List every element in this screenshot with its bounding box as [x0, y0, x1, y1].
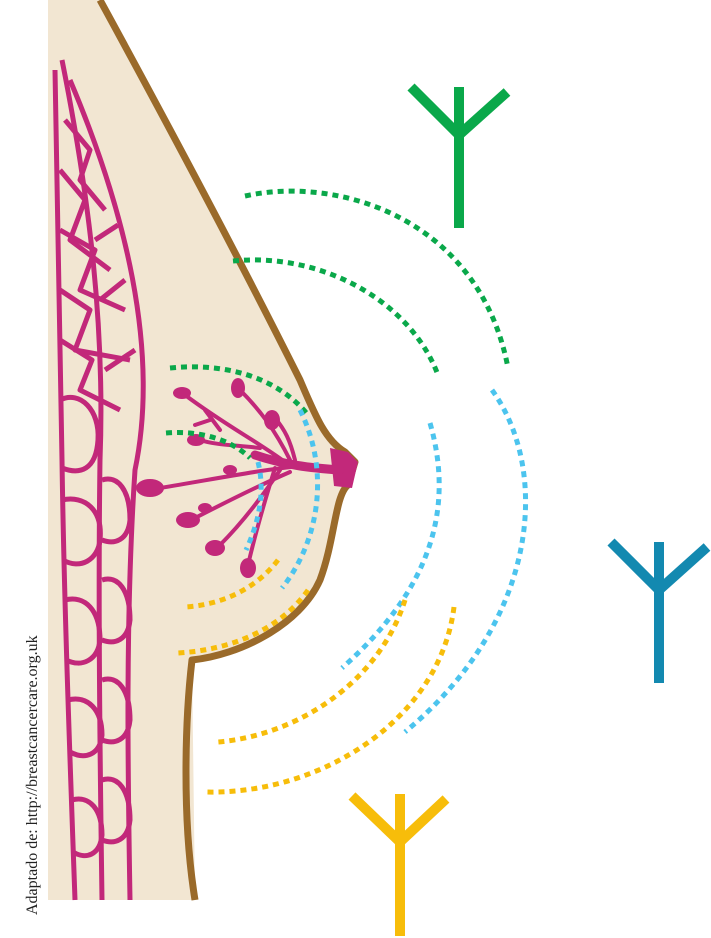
lobule: [198, 503, 212, 513]
lobule: [173, 387, 191, 399]
antenna-arm-left: [611, 542, 659, 590]
yellow-antenna: [352, 794, 446, 936]
lobule: [176, 512, 200, 528]
antenna-arm-right: [659, 547, 707, 590]
green-antenna: [411, 87, 507, 228]
source-credit: Adaptado de: http://breastcancercare.org…: [24, 635, 42, 915]
lobule: [223, 465, 237, 475]
antenna-arm-right: [400, 799, 446, 842]
lobule: [231, 378, 245, 398]
antenna-arm-right: [459, 92, 507, 135]
lobule: [205, 540, 225, 556]
lobule: [136, 479, 164, 497]
lobule: [264, 410, 280, 430]
lobule: [240, 558, 256, 578]
antenna-arm-left: [352, 796, 400, 842]
antenna-arm-left: [411, 87, 459, 135]
wave-arc: [405, 390, 526, 732]
blue-antenna: [611, 542, 707, 683]
